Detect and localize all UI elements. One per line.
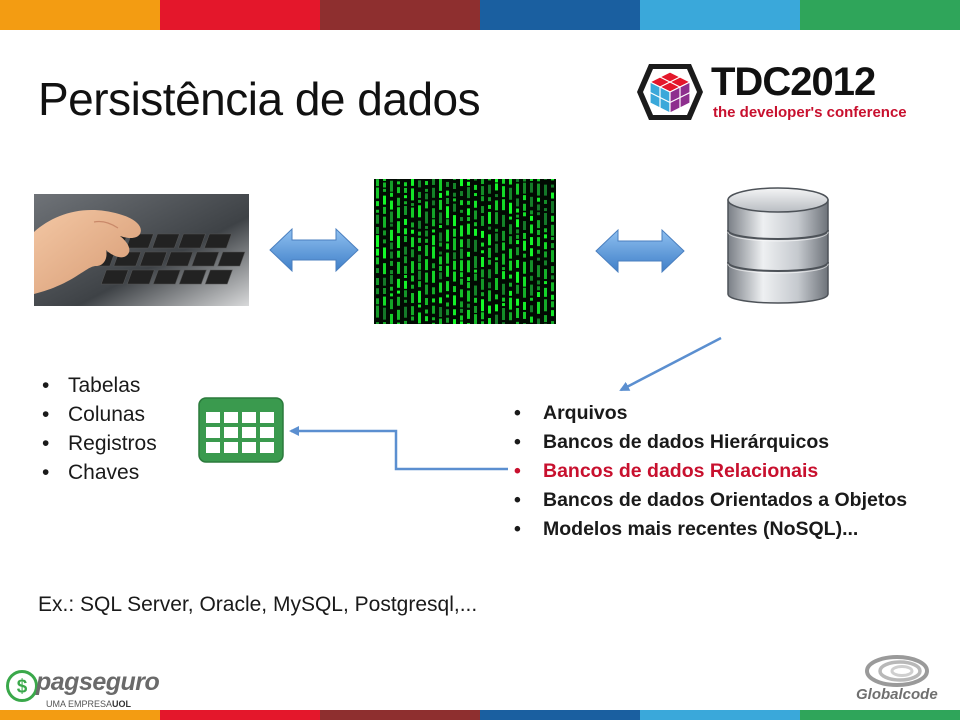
color-segment	[480, 710, 640, 720]
table-icon	[198, 397, 284, 463]
persistence-types-list: Arquivos Bancos de dados Hierárquicos Ba…	[510, 399, 907, 544]
example-text: Ex.: SQL Server, Oracle, MySQL, Postgres…	[38, 593, 478, 616]
pagseguro-wordmark: pagseguro	[36, 668, 160, 696]
list-item: Bancos de dados Hierárquicos	[510, 428, 907, 457]
color-segment	[800, 710, 960, 720]
svg-text:$: $	[17, 677, 28, 698]
tdc-logo-subtitle: the developer's conference	[713, 104, 907, 121]
color-segment	[640, 0, 800, 30]
matrix-code-photo	[374, 179, 556, 324]
color-segment	[320, 710, 480, 720]
list-item-highlighted: Bancos de dados Relacionais	[510, 457, 907, 486]
color-segment	[480, 0, 640, 30]
bottom-color-bar	[0, 710, 960, 720]
swirl-logo-icon	[865, 655, 929, 687]
tagline-brand: UOL	[112, 699, 132, 709]
pagseguro-logo: $ pagseguro UMA EMPRESAUOL	[6, 663, 166, 713]
color-segment	[800, 0, 960, 30]
list-item: Bancos de dados Orientados a Objetos	[510, 486, 907, 515]
list-item: Arquivos	[510, 399, 907, 428]
typing-hand-photo	[34, 194, 249, 306]
double-arrow-icon	[595, 228, 685, 274]
pagseguro-tagline: UMA EMPRESAUOL	[46, 699, 131, 709]
globalcode-logo: Globalcode	[852, 654, 952, 710]
dollar-circle-icon: $	[6, 670, 38, 702]
color-segment	[640, 710, 800, 720]
elbow-connector-arrow	[289, 426, 508, 471]
diagonal-connector-arrow	[619, 336, 722, 392]
matrix-code-rain	[376, 179, 554, 324]
color-segment	[160, 710, 320, 720]
color-segment	[0, 0, 160, 30]
database-icon	[727, 187, 829, 304]
tagline-prefix: UMA EMPRESA	[46, 699, 113, 709]
slide-title: Persistência de dados	[38, 73, 481, 125]
list-item: Colunas	[40, 400, 157, 429]
list-item: Registros	[40, 429, 157, 458]
list-item: Chaves	[40, 458, 157, 487]
cube-logo-icon	[637, 64, 703, 120]
globalcode-wordmark: Globalcode	[856, 686, 938, 703]
color-segment	[320, 0, 480, 30]
tdc-logo: TDC2012 the developer's conference	[635, 58, 925, 128]
concepts-list: Tabelas Colunas Registros Chaves	[40, 371, 157, 487]
tdc-logo-title: TDC2012	[711, 60, 876, 104]
color-segment	[0, 710, 160, 720]
color-segment	[160, 0, 320, 30]
list-item: Tabelas	[40, 371, 157, 400]
top-color-bar	[0, 0, 960, 30]
list-item: Modelos mais recentes (NoSQL)...	[510, 515, 907, 544]
double-arrow-icon	[269, 227, 359, 273]
